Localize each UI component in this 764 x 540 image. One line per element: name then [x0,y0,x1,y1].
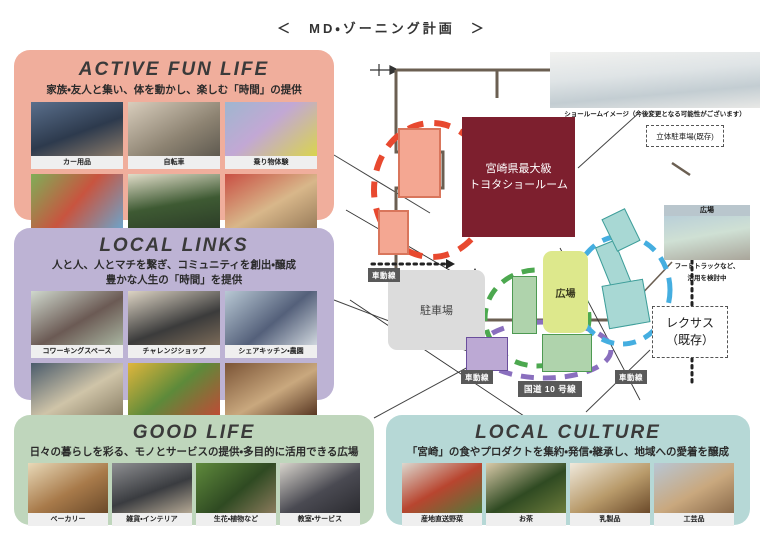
panel-local-links: LOCAL LINKS 人と人、人とマチを繋ぎ、コミュニティを創出・醸成 豊かな… [14,228,334,431]
thumbnail-caption: 生花・植物など [196,513,276,527]
panel-title: LOCAL LINKS [99,235,249,256]
photo-vehicle-experience [225,102,317,157]
panel-subtitle-line1: 人と人、人とマチを繋ぎ、コミュニティを創出・醸成 [52,259,296,271]
photo-local-vegetables [402,463,482,514]
block-lexus-existing[interactable]: レクサス （既存） [652,306,728,358]
block-good-life-1[interactable] [512,276,537,334]
photo-tea [486,463,566,514]
thumbnail-item[interactable]: 乳製品 [570,463,650,527]
parking-label: 駐車場 [420,305,453,317]
site-plan: 宮崎県最大級 トヨタショールーム 駐車場 広場 レクサス （既存） [346,44,764,394]
showroom-label-line1: 宮崎県最大級 [485,162,552,175]
thumbnail-caption: 乗り物体験 [225,156,317,170]
thumbnail-caption: ベーカリー [28,513,108,527]
photo-dairy-products [570,463,650,514]
photo-bicycle [128,102,220,157]
block-active-large[interactable] [398,128,441,198]
photo-dining-1 [31,363,123,418]
photo-car-accessories [31,102,123,157]
callout-caption: ショールームイメージ（今後変更となる可能性がございます） [564,111,746,118]
thumbnail-caption: お茶 [486,513,566,527]
panel-title: GOOD LIFE [132,422,256,443]
block-parking-lot[interactable]: 駐車場 [388,270,485,350]
block-active-small[interactable] [378,210,409,255]
thumbnail-item[interactable]: シェアキッチン・農園 [225,291,317,359]
callout-caption-line1: フードトラックなど、 [674,263,740,270]
photo-dining-2 [128,363,220,418]
traffic-label-right: 車動線 [615,370,647,384]
thumbnail-caption: 自転車 [128,156,220,170]
panel-subtitle: 「宮崎」の食やプロダクトを集約・発信・継承し、地域への愛着を醸成 [406,446,730,458]
photo-food-truck [664,216,750,260]
photo-sports-outdoor [31,174,123,229]
panel-active-fun-life: ACTIVE FUN LIFE 家族・友人と集い、体を動かし、楽しむ「時間」の提… [14,50,334,242]
thumbnail-caption: 乳製品 [570,513,650,527]
thumbnail-item[interactable]: 産地直送野菜 [402,463,482,527]
block-existing-multistory-parking[interactable]: 立体駐車場(既存) [646,125,724,147]
thumbnail-caption: 産地直送野菜 [402,513,482,527]
photo-urban-sports [128,174,220,229]
photo-classroom-service [280,463,360,514]
photo-showroom-rendering [550,52,760,108]
panel-thumbnails: 産地直送野菜 お茶 乳製品 工芸品 [386,463,750,527]
panel-title: LOCAL CULTURE [475,422,661,443]
thumbnail-caption: 雑貨・インテリア [112,513,192,527]
photo-3on3-court [225,174,317,229]
thumbnail-caption: 教室・サービス [280,513,360,527]
panel-subtitle: 家族・友人と集い、体を動かし、楽しむ「時間」の提供 [46,84,302,96]
existing-parking-label: 立体駐車場(既存) [656,131,714,141]
photo-coworking-space [31,291,123,346]
photo-challenge-shop [128,291,220,346]
block-local-links[interactable] [466,337,508,371]
thumbnail-item[interactable]: カー用品 [31,102,123,170]
traffic-label-center: 車動線 [461,370,493,384]
thumbnail-caption: 工芸品 [654,513,734,527]
thumbnail-item[interactable]: お茶 [486,463,566,527]
lexus-label-line2: （既存） [665,333,714,347]
page-title: ＜ MD・ゾーニング計画 ＞ [277,21,487,36]
thumbnail-item[interactable]: コワーキングスペース [31,291,123,359]
panel-subtitle: 日々の暮らしを彩る、モノとサービスの提供・多目的に活用できる広場 [29,446,359,458]
photo-goods-interior [112,463,192,514]
thumbnail-item[interactable]: 自転車 [128,102,220,170]
thumbnail-item[interactable]: 工芸品 [654,463,734,527]
panel-thumbnails: ベーカリー 雑貨・インテリア 生花・植物など 教室・サービス [14,463,374,527]
thumbnail-caption: コワーキングスペース [31,345,123,359]
thumbnail-item[interactable]: 教室・サービス [280,463,360,527]
block-toyota-showroom[interactable]: 宮崎県最大級 トヨタショールーム [462,117,575,237]
thumbnail-item[interactable]: 乗り物体験 [225,102,317,170]
block-plaza[interactable]: 広場 [543,251,588,333]
showroom-label-line2: トヨタショールーム [469,179,568,191]
block-good-life-2[interactable] [542,334,592,372]
thumbnail-item[interactable]: 雑貨・インテリア [112,463,192,527]
thumbnail-caption: チャレンジショップ [128,345,220,359]
photo-crafts [654,463,734,514]
block-local-culture-2[interactable] [601,278,651,330]
photo-bakery [28,463,108,514]
panel-title: ACTIVE FUN LIFE [78,59,270,80]
panel-thumbnails: カー用品 自転車 乗り物体験 スポーツ・アウトドア アーバンスポーツ場 3on3… [14,102,334,242]
thumbnail-caption: カー用品 [31,156,123,170]
callout-plaza-image: 広場 フードトラックなど、 活用を検討中 [664,205,750,284]
thumbnail-item[interactable]: 生花・植物など [196,463,276,527]
thumbnail-item[interactable]: ベーカリー [28,463,108,527]
traffic-label-left: 車動線 [368,268,400,282]
thumbnail-item[interactable]: チャレンジショップ [128,291,220,359]
photo-cafe [225,363,317,418]
callout-banner: 広場 [664,205,750,216]
thumbnail-caption: シェアキッチン・農園 [225,345,317,359]
panel-good-life: GOOD LIFE 日々の暮らしを彩る、モノとサービスの提供・多目的に活用できる… [14,415,374,527]
panel-thumbnails: コワーキングスペース チャレンジショップ シェアキッチン・農園 飲食① 飲食② … [14,291,334,431]
photo-flowers-plants [196,463,276,514]
callout-showroom-image: ショールームイメージ（今後変更となる可能性がございます） [550,52,760,120]
callout-caption-line2: 活用を検討中 [687,274,727,282]
panel-subtitle-line2: 豊かな人生の「時間」を提供 [105,274,243,287]
lexus-label-line1: レクサス [665,315,714,330]
plaza-label: 広場 [555,288,576,300]
panel-local-culture: LOCAL CULTURE 「宮崎」の食やプロダクトを集約・発信・継承し、地域へ… [386,415,750,527]
photo-share-kitchen-farm [225,291,317,346]
route-10-label: 国道 10 号線 [518,381,583,397]
